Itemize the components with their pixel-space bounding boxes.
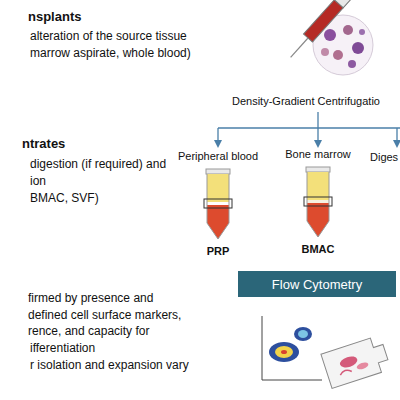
culture-flask	[321, 335, 391, 388]
text-label: defined cell surface markers,	[28, 308, 181, 322]
text-label: marrow aspirate, whole blood)	[30, 46, 191, 60]
text-label: r isolation and expansion vary	[30, 358, 189, 372]
source-label: Bone marrow	[285, 148, 350, 161]
text-label: firmed by presence and	[28, 291, 153, 305]
test-tube	[203, 167, 233, 241]
text-label: Diges	[370, 150, 398, 164]
text-label: alteration of the source tissue	[30, 29, 187, 43]
text-label: digestion (if required) and	[30, 157, 166, 171]
tube-node: Peripheral bloodPRP	[176, 150, 260, 262]
test-tube	[303, 165, 333, 239]
text-label: BMAC, SVF)	[30, 191, 99, 205]
text-label: Density-Gradient Centrifugatio	[232, 94, 380, 108]
text-label: ion	[30, 174, 46, 188]
branch-lines	[218, 112, 400, 146]
text-label: rence, and capacity for	[28, 324, 149, 338]
syringe	[285, 0, 373, 75]
product-label: BMAC	[302, 243, 335, 256]
source-label: Peripheral blood	[178, 150, 258, 163]
box-text: Flow Cytometry	[272, 277, 362, 292]
section-heading: nsplants	[28, 10, 81, 24]
text-label: ifferentiation	[30, 341, 95, 355]
product-label: PRP	[207, 245, 230, 258]
method-box: Flow Cytometry	[238, 271, 396, 297]
flow-plot	[262, 316, 322, 380]
section-heading: ntrates	[22, 137, 65, 151]
tube-node: Bone marrowBMAC	[278, 148, 358, 262]
